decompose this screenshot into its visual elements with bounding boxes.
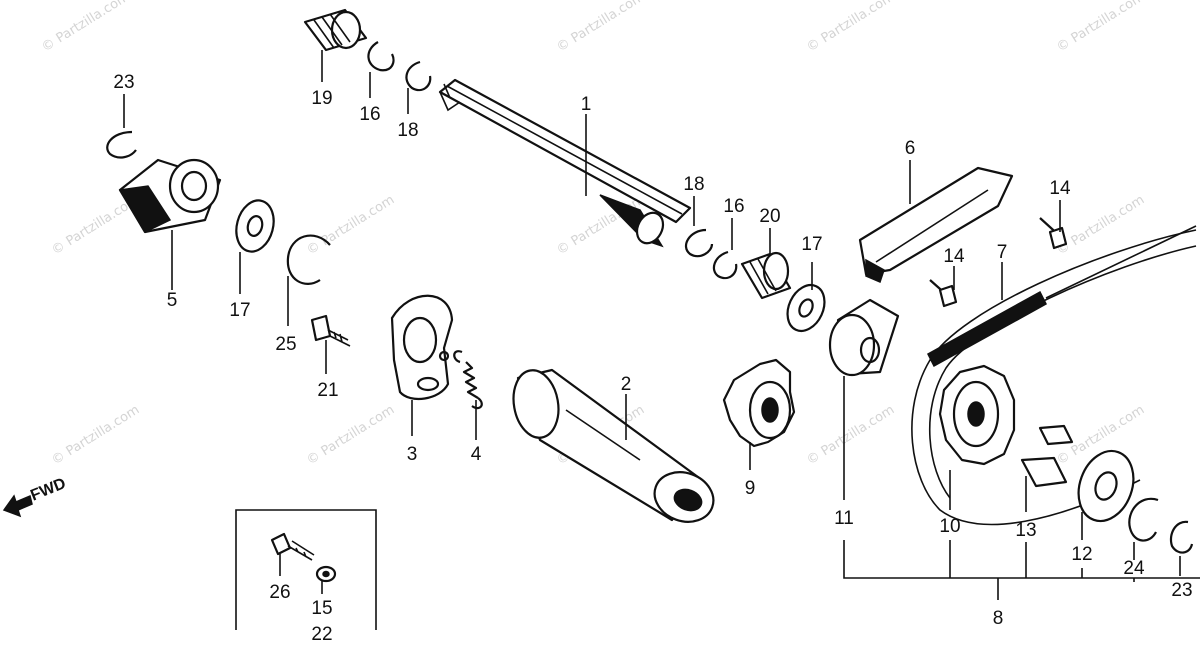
callout-22: 22 <box>311 624 332 645</box>
watermark: © Partzilla.com <box>1054 0 1147 55</box>
watermark: © Partzilla.com <box>804 0 897 55</box>
circlip-mid-small <box>712 250 738 280</box>
callout-23-right: 23 <box>1171 580 1192 601</box>
callout-16-mid: 16 <box>723 196 744 217</box>
callout-11: 11 <box>834 508 854 529</box>
circlip-far-right <box>1169 520 1194 554</box>
watermark: © Partzilla.com <box>39 0 132 55</box>
callout-3: 3 <box>407 444 418 465</box>
callout-7: 7 <box>997 242 1008 263</box>
drive-sprocket <box>722 358 796 448</box>
callout-20: 20 <box>759 206 780 227</box>
callouts: 23 5 17 25 21 19 16 18 1 3 4 2 18 16 20 … <box>113 72 1192 645</box>
callout-18-mid: 18 <box>683 174 704 195</box>
callout-26: 26 <box>269 582 290 603</box>
callout-14-right: 14 <box>1049 178 1071 199</box>
washer-right <box>1077 449 1135 523</box>
callout-4: 4 <box>471 444 482 465</box>
callout-17-mid: 17 <box>801 234 822 255</box>
circlip-top-small <box>405 60 432 92</box>
drive-chain <box>911 225 1197 526</box>
callout-2: 2 <box>621 374 632 395</box>
callout-13: 13 <box>1015 520 1036 541</box>
forward-label: FWD <box>28 475 68 504</box>
watermark: © Partzilla.com <box>1054 193 1147 259</box>
callout-16-top: 16 <box>359 104 380 125</box>
watermark: © Partzilla.com <box>554 0 647 55</box>
inset-box <box>235 509 377 630</box>
callout-12: 12 <box>1071 544 1092 565</box>
ratchet-guide-plate <box>390 294 454 401</box>
callout-15: 15 <box>311 598 332 619</box>
callout-18-top: 18 <box>397 120 418 141</box>
forward-arrow: FWD <box>2 475 68 518</box>
driven-sprocket <box>938 364 1016 466</box>
chain-guard <box>858 166 1014 284</box>
callout-14-center: 14 <box>943 246 965 267</box>
callout-25: 25 <box>275 334 296 355</box>
leader-lines <box>123 50 1200 600</box>
callout-8: 8 <box>993 608 1004 629</box>
watermark: © Partzilla.com <box>804 403 897 469</box>
callout-5: 5 <box>167 290 178 311</box>
callout-24: 24 <box>1123 558 1145 579</box>
watermark: © Partzilla.com <box>304 403 397 469</box>
kickstarter-collar <box>118 158 222 234</box>
stopper-bolt <box>310 314 351 347</box>
needle-bearing-mid <box>740 251 792 300</box>
thrust-washer-left <box>235 199 275 253</box>
callout-21: 21 <box>317 380 338 401</box>
sprocket-hub <box>828 298 900 377</box>
return-spring <box>453 350 483 410</box>
callout-19: 19 <box>311 88 332 109</box>
bolt-right <box>1039 217 1068 250</box>
watermark: © Partzilla.com <box>304 193 397 259</box>
kickstarter-spindle <box>512 368 715 523</box>
callout-10: 10 <box>939 516 960 537</box>
callout-1: 1 <box>581 94 592 115</box>
kickstarter-shaft <box>438 78 692 248</box>
circlip-left <box>106 130 137 159</box>
needle-bearing-top <box>303 8 368 52</box>
bolt-center <box>929 279 958 308</box>
callout-23-left: 23 <box>113 72 134 93</box>
watermark: © Partzilla.com <box>49 403 142 469</box>
callout-17-left: 17 <box>229 300 250 321</box>
circlip-mid <box>684 228 714 258</box>
circlip-right <box>1128 497 1159 542</box>
callout-6: 6 <box>905 138 916 159</box>
callout-9: 9 <box>745 478 756 499</box>
thrust-washer-mid <box>786 283 826 333</box>
circlip-large <box>286 234 331 285</box>
circlip-top <box>367 41 395 72</box>
friction-spring <box>1020 424 1074 488</box>
